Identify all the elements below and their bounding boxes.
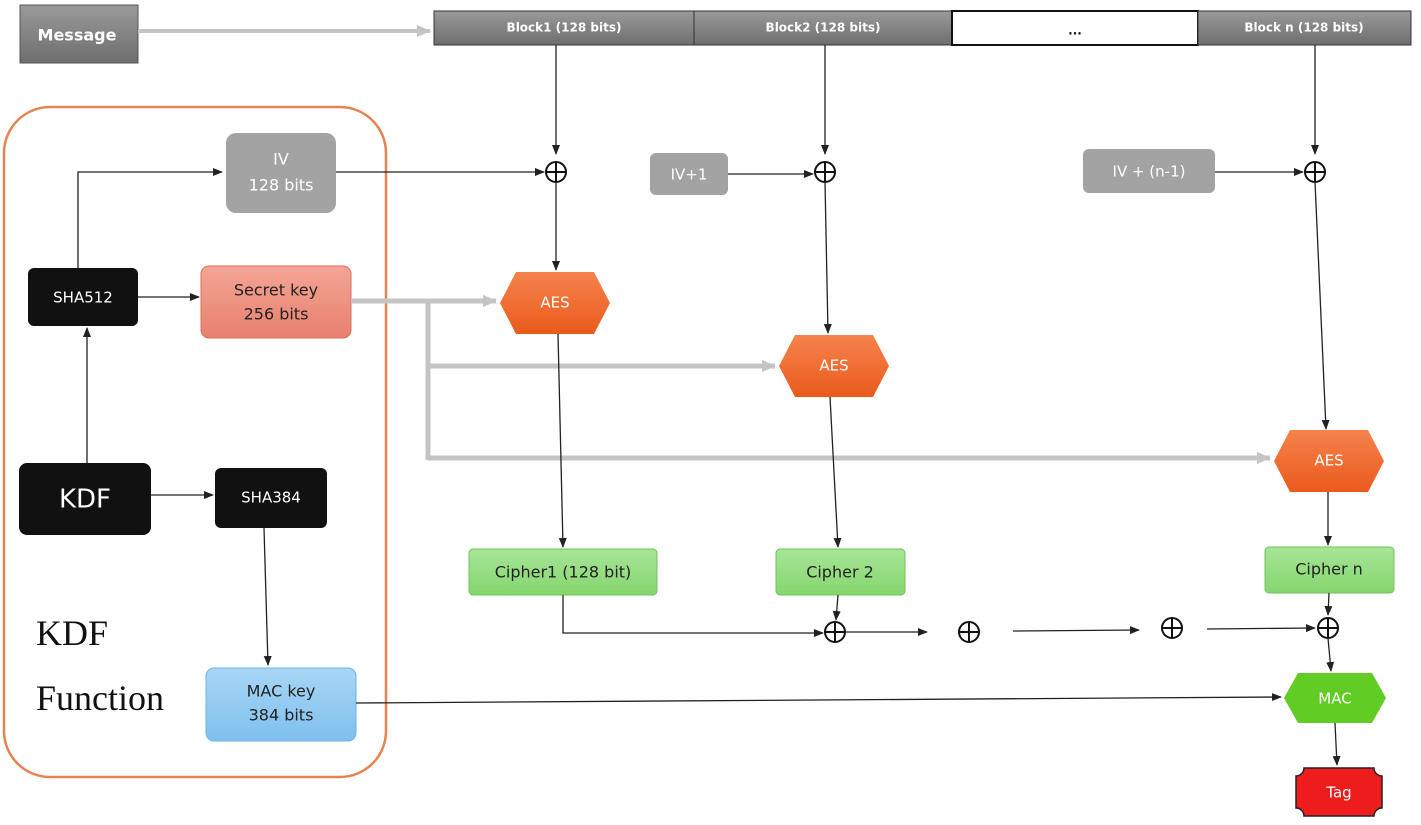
kdf-box	[19, 463, 151, 535]
block-ellipsis	[951, 10, 1199, 46]
arrow-aes2-cipher2	[829, 396, 842, 548]
arrow-xacc3-xaccn	[1206, 624, 1316, 633]
block-2	[693, 10, 953, 46]
aes-1	[500, 272, 610, 334]
arrow-sha384-mackey	[263, 527, 272, 666]
aes-2	[779, 335, 889, 397]
iv-box	[226, 133, 336, 213]
mac-label: MAC	[1318, 690, 1351, 708]
arrow-xaccn-mac	[1326, 637, 1335, 672]
mac-key-box	[205, 667, 357, 742]
secret-key-line1: Secret key	[234, 281, 318, 300]
iv-plus-1-label: IV+1	[671, 166, 708, 184]
kdf-function-line2: Function	[36, 678, 164, 718]
sha512-label: SHA512	[53, 289, 113, 307]
block-n-label: Block n (128 bits)	[1244, 21, 1363, 35]
aes-1-label: AES	[540, 294, 569, 312]
tag-node	[1295, 767, 1383, 817]
mac-key-line2: 384 bits	[249, 706, 314, 725]
kdf-function-line1: KDF	[36, 613, 108, 653]
aes-n	[1274, 430, 1384, 492]
arrow-xorn-aesn	[1314, 181, 1330, 430]
block-ellipsis-label: ...	[1068, 24, 1082, 38]
mac-key-line1: MAC key	[247, 682, 316, 701]
cipher-n-label: Cipher n	[1295, 560, 1363, 579]
arrow-xacc2-xacc3	[1012, 626, 1140, 635]
block-2-label: Block2 (128 bits)	[766, 21, 881, 35]
block-1-label: Block1 (128 bits)	[507, 21, 622, 35]
arrow-xor2-aes2	[823, 181, 832, 334]
arrow-aes1-cipher1	[557, 333, 567, 548]
tag-label: Tag	[1325, 784, 1351, 802]
sha384-box	[215, 468, 327, 528]
kdf-label: KDF	[59, 485, 111, 515]
arrow-mackey-mac	[355, 693, 1282, 704]
sha384-label: SHA384	[241, 489, 301, 507]
cipher-n-box	[1264, 546, 1395, 594]
arrow-mac-tag	[1332, 722, 1341, 766]
iv-plus-n-label: IV + (n-1)	[1113, 163, 1186, 181]
iv-plus-n-box	[1083, 149, 1215, 193]
aes-2-label: AES	[819, 357, 848, 375]
sha512-box	[28, 268, 138, 326]
iv-label-line2: 128 bits	[249, 176, 314, 195]
arrow-ciphern-xor	[1324, 592, 1333, 616]
cipher-1-label: Cipher1 (128 bit)	[495, 563, 632, 582]
secret-key-line2: 256 bits	[244, 305, 309, 324]
block-n	[1197, 10, 1412, 46]
arrow-cipher2-xor	[832, 594, 841, 621]
message-label: Message	[38, 26, 117, 45]
aes-n-label: AES	[1314, 452, 1343, 470]
mac-node	[1284, 673, 1386, 723]
message-box	[19, 4, 139, 64]
iv-plus-1-box	[650, 153, 728, 195]
arrow-sha512-iv	[77, 168, 223, 268]
cipher-2-box	[775, 548, 906, 596]
arrow-cipher1-xor	[562, 595, 824, 637]
secret-key-box	[200, 265, 352, 339]
cipher-2-label: Cipher 2	[806, 563, 874, 582]
kdf-function-border	[2, 105, 388, 779]
iv-label-line1: IV	[273, 150, 289, 169]
